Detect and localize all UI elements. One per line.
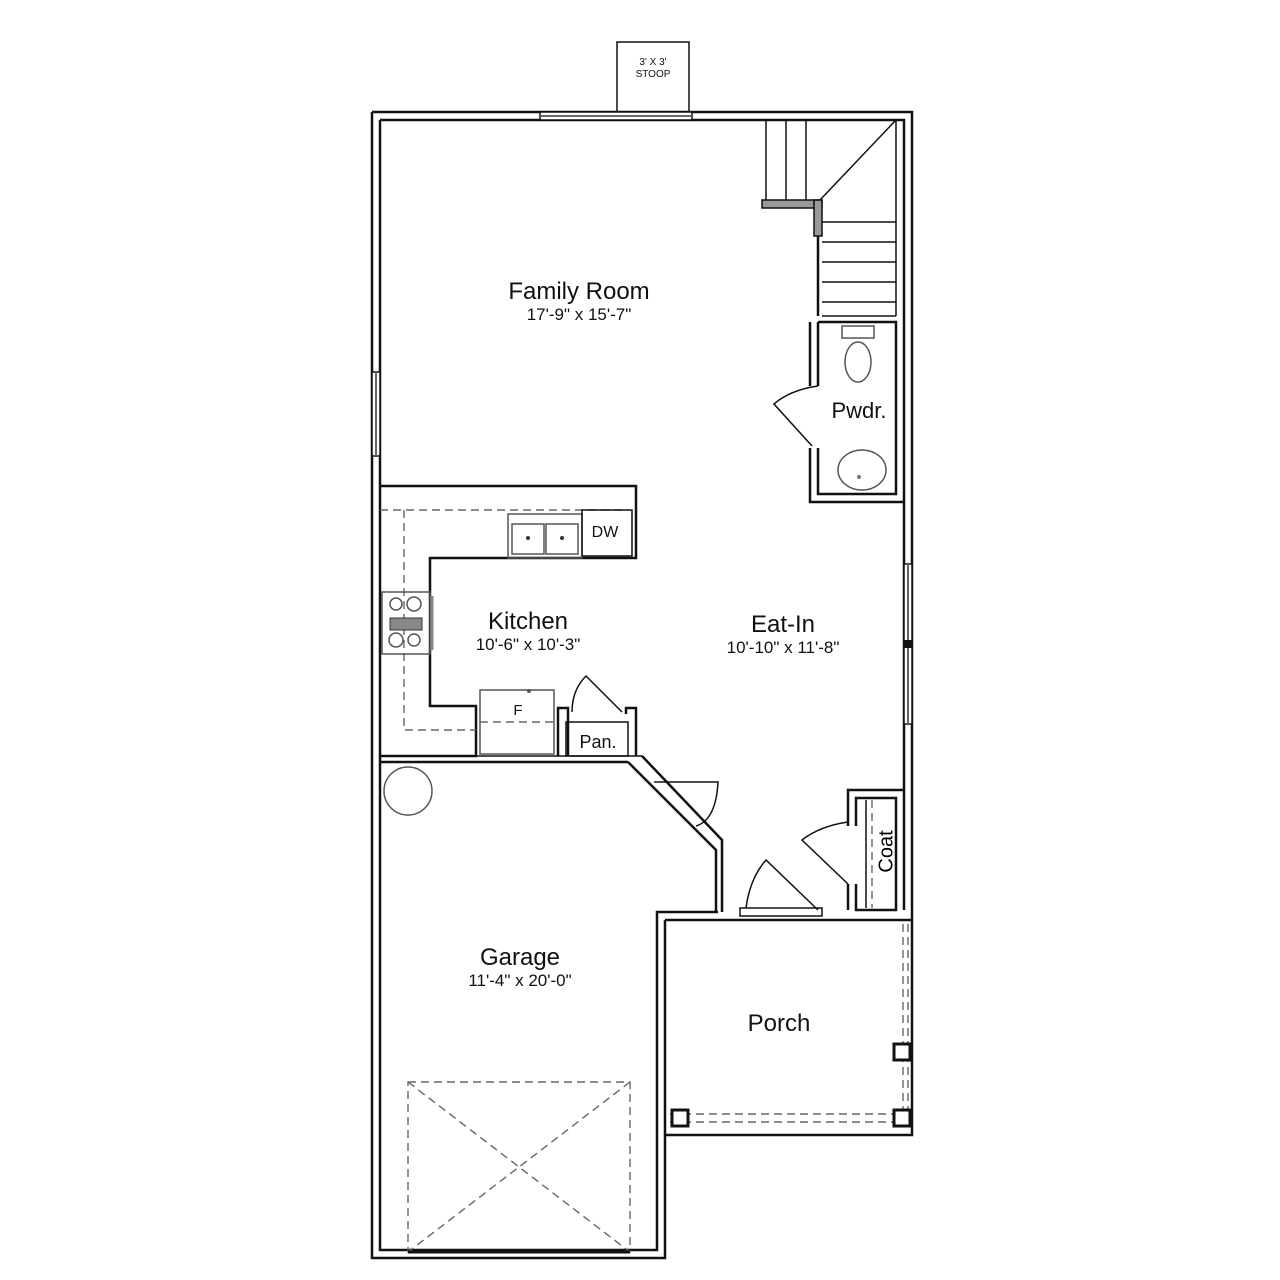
room-name: Family Room: [508, 278, 650, 305]
pantry-label: Pan.: [579, 732, 617, 752]
toilet-icon: [841, 325, 875, 383]
room-kitchen: Kitchen 10'-6" x 10'-3": [475, 608, 581, 655]
window-top: [539, 111, 693, 121]
stoop-label: 3' X 3' STOOP: [636, 57, 671, 81]
coat-closet: [800, 788, 904, 912]
refrigerator-icon: [479, 689, 555, 755]
powder-room-walls: [772, 320, 904, 504]
room-name: Kitchen: [487, 608, 569, 635]
double-sink-icon: [507, 513, 583, 559]
staircase: [761, 119, 897, 317]
garage-door: [407, 1081, 631, 1254]
sink-icon: [837, 449, 887, 491]
room-family-room: Family Room 17'-9" x 15'-7": [508, 278, 650, 325]
pantry-walls: [556, 674, 638, 757]
dishwasher: [581, 509, 633, 557]
window-left: [371, 371, 381, 457]
room-porch: Porch: [748, 1011, 811, 1037]
room-dimensions: 10'-6" x 10'-3": [475, 635, 581, 654]
powder-room-label: Pwdr.: [831, 398, 887, 423]
room-name: Porch: [747, 1010, 811, 1037]
room-eat-in: Eat-In 10'-10" x 11'-8": [726, 611, 840, 658]
room-name: Eat-In: [750, 611, 816, 638]
stoop-name: STOOP: [635, 69, 671, 80]
stoop-size: 3' X 3': [639, 57, 667, 68]
room-garage: Garage 11'-4" x 20'-0": [468, 944, 572, 991]
garage-entry-wall: [627, 755, 724, 912]
room-dimensions: 17'-9" x 15'-7": [526, 305, 632, 324]
dishwasher-label: DW: [591, 524, 619, 541]
coat-closet-label: Coat: [875, 830, 898, 873]
water-heater-icon: [383, 766, 433, 816]
room-dimensions: 10'-10" x 11'-8": [726, 638, 840, 657]
front-door: [739, 858, 823, 917]
room-dimensions: 11'-4" x 20'-0": [468, 971, 572, 990]
refrigerator-label: F: [513, 702, 523, 719]
window-right: [903, 563, 913, 725]
room-name: Garage: [479, 944, 561, 971]
range-icon: [381, 591, 434, 655]
porch-posts: [670, 924, 912, 1128]
